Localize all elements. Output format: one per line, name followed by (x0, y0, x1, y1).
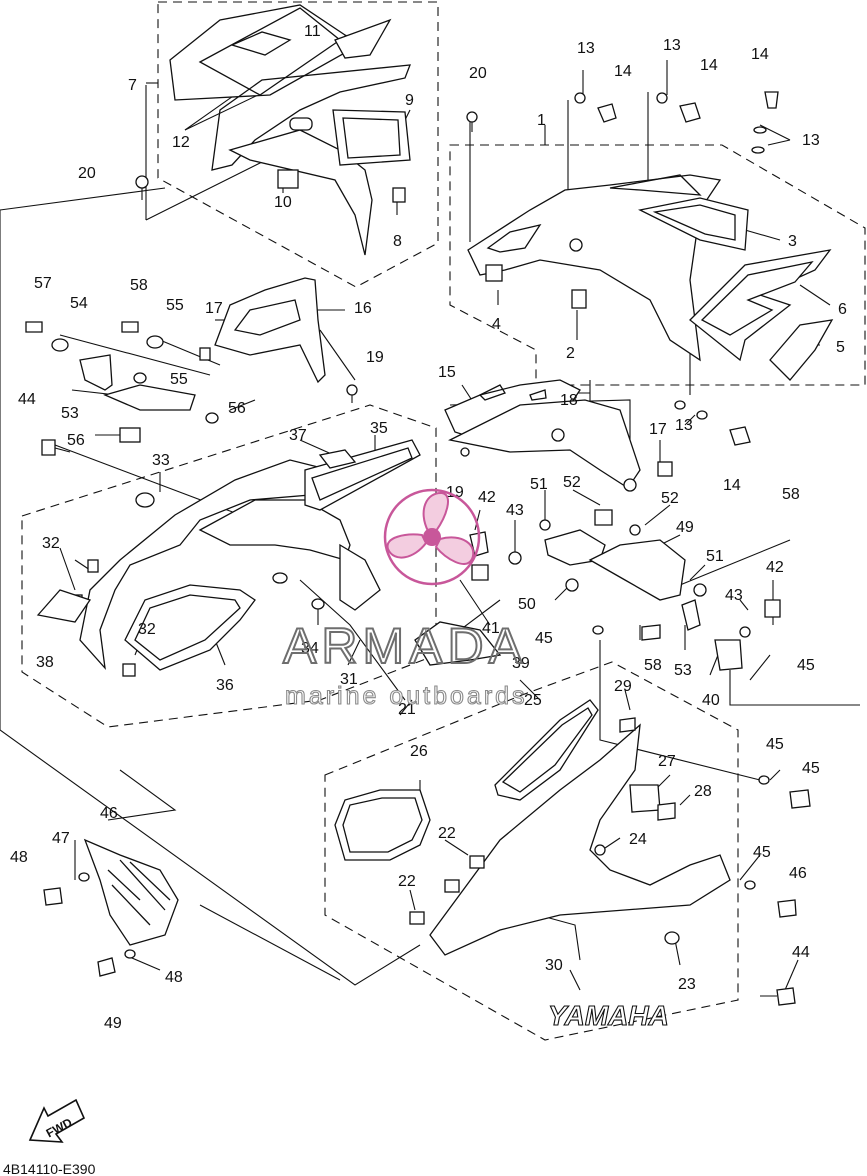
callout-56-a: 55 (170, 371, 188, 388)
armada-watermark: ARMADA marine outboards (282, 488, 528, 711)
callout-18: 18 (560, 392, 578, 409)
watermark-name: ARMADA (283, 618, 527, 674)
callout-27: 27 (658, 753, 676, 770)
callout-25: 25 (524, 692, 542, 709)
callout-44-a: 44 (18, 391, 36, 408)
callout-58-a: 57 (34, 275, 52, 292)
callout-20-a: 20 (78, 165, 96, 182)
callout-39: 39 (512, 655, 530, 672)
fwd-arrow-icon: FWD (28, 1098, 86, 1143)
watermark-tagline: marine outboards (285, 682, 528, 710)
callout-32-a: 32 (42, 535, 60, 552)
callout-47: 46 (100, 805, 118, 822)
callout-20-b: 20 (469, 65, 487, 82)
callout-3: 3 (788, 233, 797, 250)
callout-29: 29 (614, 678, 632, 695)
callout-45-a: 45 (535, 630, 553, 647)
callout-45-b: 45 (797, 657, 815, 674)
callout-11: 11 (304, 23, 321, 40)
callout-45-d: 45 (753, 844, 771, 861)
callout-16: 16 (354, 300, 372, 317)
callout-42-b: 42 (766, 559, 784, 576)
callout-17-a: 17 (205, 300, 223, 317)
callout-48-b: 48 (165, 969, 183, 986)
callout-19-b: 19 (446, 484, 464, 501)
callout-56-b: 56 (228, 400, 246, 417)
callout-14-c: 14 (751, 46, 769, 63)
callout-4: 4 (492, 316, 501, 333)
callout-51-b: 51 (706, 548, 724, 565)
group-boundaries (21, 1, 866, 1041)
callout-7: 7 (128, 77, 137, 94)
callout-53-a: 52 (563, 474, 581, 491)
callout-32-b: 32 (138, 621, 156, 638)
callout-19-a: 19 (366, 349, 384, 366)
callout-55-a: 54 (70, 295, 88, 312)
callout-49-a: 48 (10, 849, 28, 866)
callout-49-b: 49 (104, 1015, 122, 1032)
callout-13-a: 13 (577, 40, 595, 57)
callout-12: 12 (172, 134, 190, 151)
callout-45-c: 45 (766, 736, 784, 753)
callout-40: 40 (702, 692, 720, 709)
callout-30: 30 (545, 957, 563, 974)
document-code: 4B14110-E390 (3, 1161, 96, 1176)
callout-14-a: 14 (614, 63, 632, 80)
callout-58-c: 58 (782, 486, 800, 503)
part-drawings: YAMAHA (25, 4, 834, 1032)
callout-51-a: 50 (518, 596, 536, 613)
callout-5: 5 (836, 339, 845, 356)
callout-8: 8 (393, 233, 402, 250)
callout-48-a: 47 (52, 830, 70, 847)
callout-52-b: 52 (661, 490, 679, 507)
callout-1: 1 (537, 112, 546, 129)
callout-14-b: 14 (700, 57, 718, 74)
callout-53-b: 53 (674, 662, 692, 679)
callout-10: 10 (274, 194, 292, 211)
callout-57: 56 (67, 432, 85, 449)
callout-42-a: 42 (478, 489, 496, 506)
callout-54: 53 (61, 405, 79, 422)
callout-15: 15 (438, 364, 456, 381)
callout-22-a: 22 (438, 825, 456, 842)
callout-46-b: 46 (789, 865, 807, 882)
callout-58-d: 58 (644, 657, 662, 674)
callout-33: 33 (152, 452, 170, 469)
callout-6: 6 (838, 301, 847, 318)
callout-52-a: 51 (530, 476, 548, 493)
callout-21: 21 (398, 701, 416, 718)
callout-35: 35 (370, 420, 388, 437)
callout-34: 34 (301, 640, 319, 657)
callout-labels: 1 2 3 4 5 6 7 8 9 10 11 12 13 13 13 13 1… (10, 23, 847, 1032)
callout-2: 2 (566, 345, 575, 362)
callout-55-b: 55 (166, 297, 184, 314)
callout-9: 9 (405, 92, 414, 109)
callout-13-b: 13 (663, 37, 681, 54)
callout-22-b: 22 (398, 873, 416, 890)
callout-14-d: 14 (723, 477, 741, 494)
callout-24: 24 (629, 831, 647, 848)
callout-43-a: 43 (506, 502, 524, 519)
callout-37: 37 (289, 427, 307, 444)
callout-23: 23 (678, 976, 696, 993)
callout-28: 28 (694, 783, 712, 800)
callout-58-b: 58 (130, 277, 148, 294)
callout-38: 38 (36, 654, 54, 671)
callout-26: 26 (410, 743, 428, 760)
callout-43-b: 43 (725, 587, 743, 604)
propeller-logo (383, 488, 481, 586)
callout-13-d: 13 (675, 417, 693, 434)
callout-41: 41 (482, 620, 500, 637)
callout-13-c: 13 (802, 132, 820, 149)
callout-17-b: 17 (649, 421, 667, 438)
callout-50: 49 (676, 519, 694, 536)
callout-31: 31 (340, 671, 358, 688)
callout-44-b: 44 (792, 944, 810, 961)
callout-46-a: 45 (802, 760, 820, 777)
callout-36: 36 (216, 677, 234, 694)
yamaha-decal-lower: YAMAHA (548, 1000, 669, 1031)
